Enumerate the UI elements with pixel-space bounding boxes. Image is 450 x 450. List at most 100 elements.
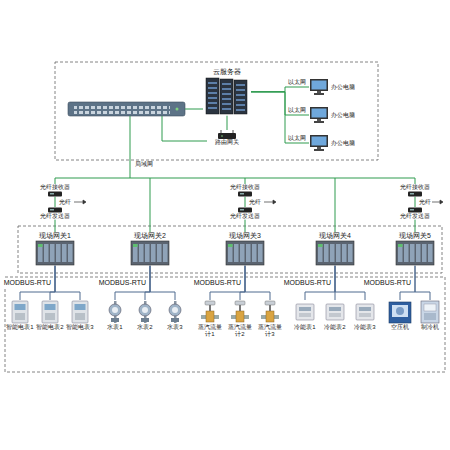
field-gateway: 现场网关2 [128, 232, 172, 266]
layout-part [236, 109, 245, 111]
layout-part [169, 304, 181, 316]
node-label: 水表2 [137, 324, 152, 331]
layout-part [75, 304, 86, 310]
connector [335, 266, 365, 300]
office-pc: 办公电脑 [309, 134, 371, 152]
layout-part [83, 200, 86, 204]
layout-part [415, 178, 416, 184]
device-icon [309, 106, 329, 124]
cloud-server: 云服务器 [203, 68, 251, 116]
layout-part [312, 137, 327, 146]
layout-part [404, 244, 409, 262]
edge-label: 以太网 [287, 135, 307, 142]
layout-part [105, 300, 125, 324]
layout-part [56, 244, 61, 262]
layout-part [204, 76, 250, 116]
layout-part [217, 130, 237, 139]
layout-part [329, 307, 341, 311]
layout-part [236, 311, 244, 322]
layout-part [185, 109, 203, 110]
layout-part [55, 178, 56, 184]
layout-part [205, 301, 215, 305]
layout-part [165, 300, 185, 324]
node-label: 路由网关 [215, 139, 239, 146]
layout-part [45, 304, 56, 310]
device-icon [204, 76, 250, 116]
layout-part [47, 191, 63, 197]
device-icon [35, 240, 75, 266]
field-gateway: 现场网关4 [313, 232, 357, 266]
layout-part [299, 313, 311, 317]
layout-part [410, 209, 414, 211]
layout-part [335, 178, 336, 232]
layout-part [15, 304, 26, 310]
node-label: 办公电脑 [331, 84, 355, 91]
layout-part [410, 244, 415, 262]
layout-part [388, 300, 412, 324]
connector [55, 220, 56, 232]
layout-part [133, 244, 138, 247]
node-label: 光纤接收器 [400, 184, 430, 191]
node-label: 蒸汽流量计1 [196, 324, 225, 337]
layout-part [208, 97, 217, 99]
router-gateway: 路由网关 [209, 130, 245, 146]
device-icon [324, 300, 346, 324]
node-label: 现场网关4 [319, 232, 351, 240]
layout-part [318, 244, 323, 247]
connector [245, 220, 246, 232]
layout-part [36, 241, 74, 265]
water-meter: 水表2 [131, 300, 160, 331]
layout-part [398, 244, 403, 262]
layout-part [230, 300, 250, 324]
water-meter: 水表1 [101, 300, 130, 331]
layout-part [48, 191, 62, 196]
layout-part [309, 78, 329, 96]
field-gateway: 现场网关5 [393, 232, 437, 266]
layout-part [410, 193, 414, 195]
device-icon [237, 207, 253, 213]
layout-part [48, 208, 62, 213]
device-icon [10, 300, 30, 324]
layout-part [176, 108, 179, 111]
layout-part [12, 301, 28, 323]
layout-part [68, 244, 73, 262]
device-icon [165, 300, 185, 324]
node-label: 光纤接收器 [230, 184, 260, 191]
fiber-receiver: 光纤接收器 [395, 184, 435, 197]
device-icon [70, 300, 90, 324]
layout-part [407, 207, 423, 213]
layout-part [10, 300, 30, 324]
fiber-receiver: 光纤接收器 [225, 184, 265, 197]
connector [415, 197, 416, 207]
layout-part [309, 134, 329, 152]
layout-part [317, 91, 321, 93]
protocol-label: MODBUS-RTU [363, 279, 412, 287]
layout-part [208, 102, 217, 104]
layout-part [222, 83, 231, 85]
protocol-label: MODBUS-RTU [3, 279, 52, 287]
layout-part [206, 311, 214, 322]
layout-part [310, 107, 328, 119]
office-pc: 办公电脑 [309, 106, 371, 124]
connector [245, 266, 270, 300]
layout-part [396, 241, 434, 265]
layout-part [112, 307, 118, 313]
layout-part [240, 209, 244, 211]
node-label: 智能电表2 [36, 324, 63, 331]
layout-part [172, 307, 178, 313]
device-icon [130, 240, 170, 266]
layout-part [222, 88, 231, 90]
layout-part [424, 313, 436, 320]
node-label: 蒸汽流量计3 [256, 324, 285, 337]
layout-part [264, 202, 273, 203]
device-icon [309, 134, 329, 152]
layout-part [296, 304, 314, 320]
connector [55, 266, 80, 300]
layout-part [220, 79, 233, 114]
protocol-label: MODBUS-RTU [283, 279, 332, 287]
layout-part [44, 244, 49, 262]
layout-part [139, 304, 151, 316]
connector [251, 92, 309, 115]
protocol-label: MODBUS-RTU [98, 279, 147, 287]
